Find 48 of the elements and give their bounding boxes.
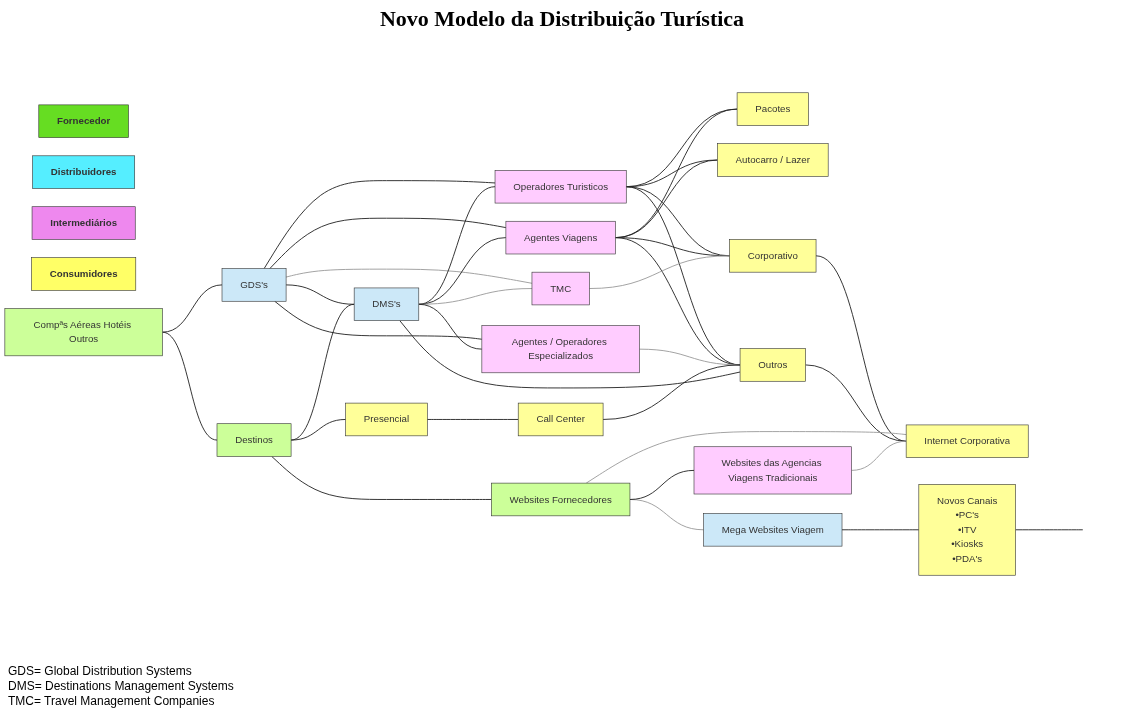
connector bbox=[426, 419, 519, 420]
connector bbox=[841, 529, 920, 531]
node-box: Corporativo bbox=[729, 239, 817, 273]
node-box: Compªs Aéreas Hotéis Outros bbox=[4, 308, 163, 357]
abbreviation-note: GDS= Global Distribution Systems bbox=[8, 664, 193, 678]
connector bbox=[588, 255, 730, 289]
node-box: Novos Canais •PC's •ITV •Kiosks •PDA's bbox=[918, 484, 1016, 576]
connector bbox=[418, 303, 483, 350]
node-box: Pacotes bbox=[736, 92, 809, 126]
connector bbox=[399, 320, 741, 389]
connector bbox=[274, 300, 483, 340]
node-box: Intermediários bbox=[31, 206, 136, 240]
node-box: Agentes / Operadores Especializados bbox=[481, 325, 640, 374]
diagram-title: Novo Modelo da Distribuição Turística bbox=[378, 6, 746, 32]
connector bbox=[805, 364, 907, 442]
connector bbox=[285, 268, 533, 284]
node-box: TMC bbox=[531, 271, 590, 306]
connector bbox=[1015, 529, 1084, 531]
connector bbox=[629, 469, 695, 500]
connector bbox=[162, 331, 218, 441]
connector bbox=[269, 217, 507, 269]
node-box: DMS's bbox=[353, 287, 420, 321]
node-box: Websites Fornecedores bbox=[491, 482, 631, 517]
connector bbox=[585, 431, 907, 484]
node-box: Destinos bbox=[216, 423, 292, 457]
connector bbox=[290, 419, 347, 441]
node-box: Distribuidores bbox=[32, 155, 135, 189]
connector bbox=[162, 284, 223, 333]
connector bbox=[263, 180, 496, 269]
abbreviation-note: DMS= Destinations Management Systems bbox=[8, 679, 234, 693]
node-box: Operadores Turisticos bbox=[494, 170, 627, 204]
connector bbox=[851, 440, 907, 471]
node-box: Fornecedor bbox=[38, 104, 129, 138]
node-box: Autocarro / Lazer bbox=[717, 143, 829, 177]
connector bbox=[602, 364, 741, 420]
node-box: Agentes Viagens bbox=[505, 220, 616, 255]
node-box: GDS's bbox=[221, 268, 287, 302]
node-box: Outros bbox=[739, 348, 806, 382]
node-box: Call Center bbox=[517, 402, 604, 437]
abbreviation-note: TMC= Travel Management Companies bbox=[8, 694, 216, 708]
connector bbox=[418, 237, 507, 305]
connector bbox=[290, 303, 355, 441]
node-box: Websites das Agencias Viagens Tradicionais bbox=[693, 446, 852, 495]
connector bbox=[271, 456, 492, 500]
node-box: Presencial bbox=[345, 402, 428, 437]
node-box: Consumidores bbox=[31, 257, 137, 291]
node-box: Internet Corporativa bbox=[905, 424, 1029, 458]
node-box: Mega Websites Viagem bbox=[703, 513, 843, 547]
